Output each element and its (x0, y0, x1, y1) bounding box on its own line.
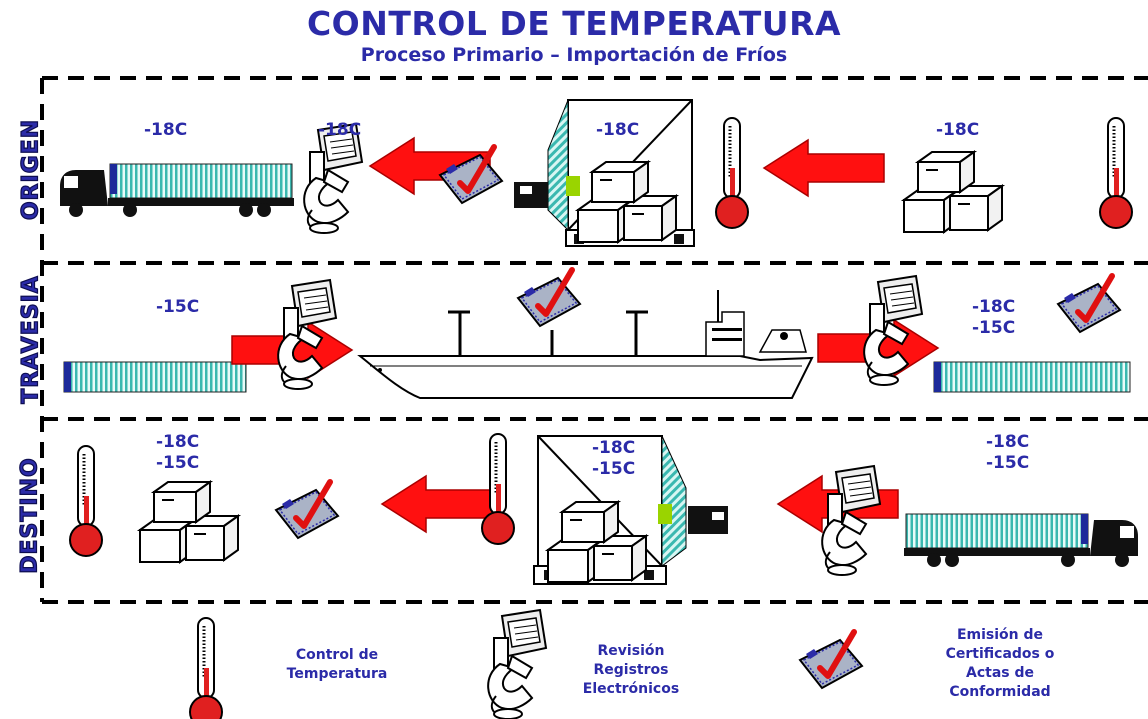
boxes-icon (139, 481, 239, 563)
container-icon (933, 361, 1131, 393)
page-subtitle: Proceso Primario – Importación de Fríos (360, 44, 788, 66)
certificate-icon (1058, 276, 1120, 332)
left-arrow-icon (763, 139, 885, 197)
temp-label: -18C (156, 432, 200, 452)
dashed-frame (40, 76, 1148, 604)
page-title: CONTROL DE TEMPERATURA (306, 4, 842, 43)
certificate-icon (800, 632, 862, 688)
thermometer-icon (1098, 116, 1134, 230)
thermometer-icon (68, 444, 104, 558)
temp-label: -15C (986, 453, 1030, 473)
reefer-truck-icon (903, 513, 1139, 568)
temp-label: -18C (318, 120, 362, 140)
legend-thermometer-label: Control de Temperatura (286, 647, 388, 682)
temp-label: -15C (156, 453, 200, 473)
certificate-icon (276, 482, 338, 538)
legend-recorder-label: Revisión Registros Electrónicos (582, 643, 680, 697)
thermometer-icon (714, 116, 750, 230)
temp-label: -18C (936, 120, 980, 140)
data-recorder-icon (863, 275, 923, 386)
row-label-origen: ORIGEN (18, 118, 44, 221)
temp-label: -15C (592, 459, 636, 479)
data-recorder-icon (821, 465, 881, 576)
temp-label: -18C (986, 432, 1030, 452)
temp-label: -15C (156, 297, 200, 317)
thermometer-icon (188, 616, 224, 719)
container-icon (63, 361, 247, 393)
temp-label: -18C (144, 120, 188, 140)
data-recorder-icon (303, 123, 363, 234)
row-label-travesia: TRAVESIA (18, 275, 44, 405)
ship-icon (357, 290, 814, 399)
boxes-icon (903, 151, 1003, 233)
temp-label: -15C (972, 318, 1016, 338)
reefer-truck-icon (59, 163, 295, 218)
temp-label: -18C (592, 438, 636, 458)
row-label-destino: DESTINO (17, 457, 43, 575)
thermometer-icon (480, 432, 516, 546)
data-recorder-icon (487, 609, 547, 719)
temp-label: -18C (972, 297, 1016, 317)
certificate-icon (518, 270, 580, 326)
temp-label: -18C (596, 120, 640, 140)
legend-certificate-label: Emisión de Certificados o Actas de Confo… (945, 627, 1055, 700)
